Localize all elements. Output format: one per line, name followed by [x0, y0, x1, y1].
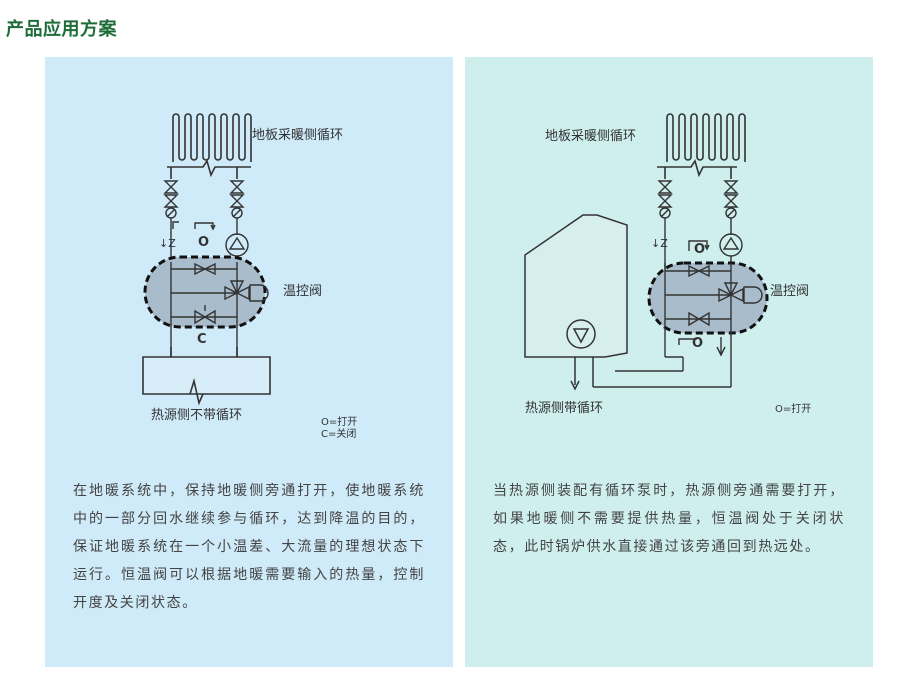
- right-legend-open: O=打开: [775, 402, 811, 415]
- right-heat-source-label: 热源侧带循环: [525, 401, 603, 416]
- left-legend-closed: C=关闭: [321, 427, 356, 440]
- thermostatic-control-zone: [143, 255, 269, 357]
- right-marker-open-bottom: O: [692, 336, 703, 351]
- right-marker-open-top: O: [694, 242, 705, 257]
- left-thermo-valve-label: 温控阀: [283, 284, 322, 299]
- floor-heating-coil: [657, 113, 746, 179]
- thermostatic-control-zone: [647, 261, 769, 387]
- left-description: 在地暖系统中，保持地暖侧旁通打开，使地暖系统中的一部分回水继续参与循环，达到降温…: [73, 483, 425, 611]
- supply-valves: [657, 180, 743, 269]
- right-panel: O ↓Z: [465, 57, 873, 667]
- right-thermo-valve-label: 温控阀: [770, 284, 809, 299]
- left-marker-closed: C: [197, 332, 207, 347]
- page-title: 产品应用方案: [6, 19, 117, 40]
- right-check-symbol: ↓Z: [651, 237, 668, 250]
- left-legend-open: O=打开: [321, 415, 357, 428]
- left-diagram: O ↓Z C 温控阀 地板采暖: [142, 113, 357, 440]
- left-floor-loop-label: 地板采暖侧循环: [252, 128, 343, 143]
- left-panel: O ↓Z C 温控阀 地板采暖: [45, 57, 453, 667]
- right-description: 当热源侧装配有循环泵时，热源侧旁通需要打开，如果地暖侧不需要提供热量，恒温阀处于…: [493, 483, 845, 555]
- left-marker-open: O: [198, 235, 209, 250]
- supply-valves: [163, 180, 249, 262]
- left-heat-source-label: 热源侧不带循环: [151, 408, 242, 423]
- left-check-symbol: ↓Z: [159, 237, 176, 250]
- floor-heating-coil: [167, 113, 252, 179]
- heat-source-box: [142, 347, 271, 406]
- boiler-unit: [524, 214, 731, 391]
- right-floor-loop-label: 地板采暖侧循环: [545, 129, 636, 144]
- right-diagram: O ↓Z: [524, 113, 811, 416]
